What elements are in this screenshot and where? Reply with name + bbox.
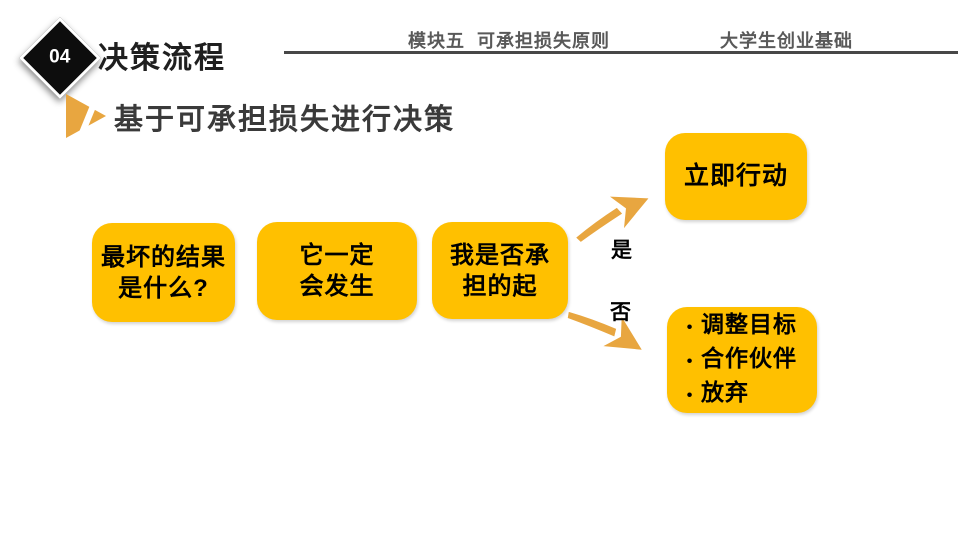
yes-branch-label: 是	[611, 239, 632, 262]
bullet-icon: •	[686, 353, 694, 370]
list-item-text: 放弃	[701, 379, 749, 405]
result-text: 立即行动	[683, 162, 788, 190]
result-box-act-now: 立即行动	[665, 133, 807, 220]
page-title: 决策流程	[98, 42, 226, 75]
flow-step-can-i-afford: 我是否承 担的起	[432, 222, 568, 319]
step-text-line: 是什么?	[118, 274, 209, 302]
list-item-text: 调整目标	[701, 311, 797, 337]
header-divider	[284, 51, 958, 54]
no-branch-label: 否	[610, 301, 631, 324]
flow-step-will-it-happen: 它一定 会发生	[257, 222, 417, 320]
list-item: • 放弃	[667, 377, 749, 411]
yes-arrow-icon	[565, 180, 656, 250]
section-subtitle: 基于可承担损失进行决策	[114, 104, 456, 136]
step-text-line: 我是否承	[450, 241, 550, 269]
result-box-alternatives: • 调整目标 • 合作伙伴 • 放弃	[667, 307, 817, 413]
header-course-label: 大学生创业基础	[720, 31, 853, 51]
list-item-text: 合作伙伴	[701, 345, 797, 371]
flow-step-worst-outcome: 最坏的结果 是什么?	[92, 223, 235, 322]
bullet-icon: •	[686, 387, 694, 404]
bullet-icon: •	[686, 319, 694, 336]
step-text-line: 担的起	[462, 272, 538, 300]
section-number: 04	[49, 46, 71, 68]
step-text-line: 会发生	[299, 273, 375, 300]
section-number-badge: 04	[18, 16, 102, 100]
step-text-line: 它一定	[299, 242, 375, 269]
header-module-label: 模块五 可承担损失原则	[408, 31, 611, 51]
subtitle-arrow-marker-icon	[64, 93, 108, 139]
list-item: • 合作伙伴	[667, 343, 797, 377]
step-text-line: 最坏的结果	[101, 243, 226, 271]
no-arrow-icon	[562, 289, 653, 366]
list-item: • 调整目标	[667, 309, 797, 343]
